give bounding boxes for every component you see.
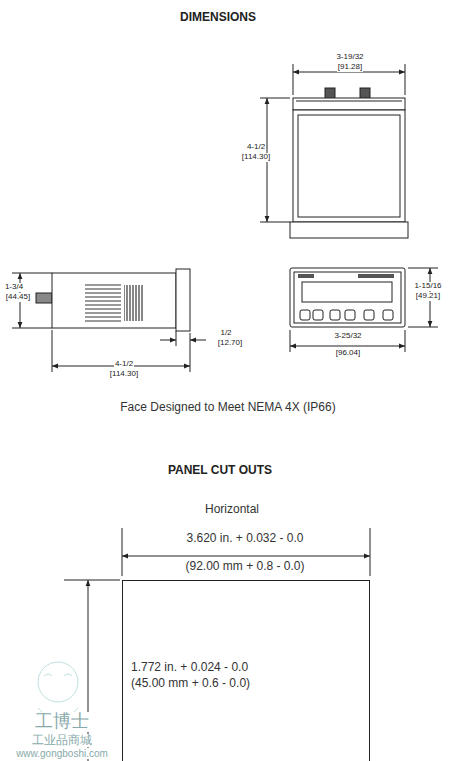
dimension-mm: [114.30] (109, 370, 139, 379)
watermark: www.gongboshi.com (15, 748, 109, 759)
dimension-mm: [96.04] (335, 349, 361, 358)
panel-cutout: 1.772 in. + 0.024 - 0.0(45.00 mm + 0.6 -… (122, 580, 370, 761)
dimension-mm: [91.28] (337, 63, 363, 72)
dimension-inch: 3-25/32 (333, 332, 362, 341)
note: Face Designed to Meet NEMA 4X (IP66) (119, 401, 336, 414)
dimension-inch: 1-15/16 (413, 282, 442, 291)
dimension-inch: 1-3/4 (4, 283, 24, 292)
dimension-inch: 3.620 in. + 0.032 - 0.0 (185, 532, 304, 545)
dimension-inch: 3-19/32 (335, 53, 364, 62)
dimension-inch: 4-1/2 (246, 143, 266, 152)
dimension-inch: 1/2 (219, 329, 232, 338)
section-heading: PANEL CUT OUTS (167, 464, 273, 477)
watermark: 工业品商城 (31, 734, 93, 747)
drawing-title: DIMENSIONS (179, 11, 257, 24)
dimension-inch: 4-1/2 (114, 360, 134, 369)
dimension-mm: [12.70] (217, 339, 243, 348)
watermark: 工博士 (34, 712, 90, 732)
cutout-dimension: (45.00 mm + 0.6 - 0.0) (131, 675, 250, 691)
dimension-mm: (92.00 mm + 0.8 - 0.0) (184, 560, 305, 573)
dimension-mm: [44.45] (5, 293, 31, 302)
dimension-mm: [49.21] (415, 292, 441, 301)
cutout-dimension: 1.772 in. + 0.024 - 0.0 (131, 659, 250, 675)
dimension-mm: [114.30] (241, 153, 271, 162)
subheading: Horizontal (204, 503, 260, 516)
